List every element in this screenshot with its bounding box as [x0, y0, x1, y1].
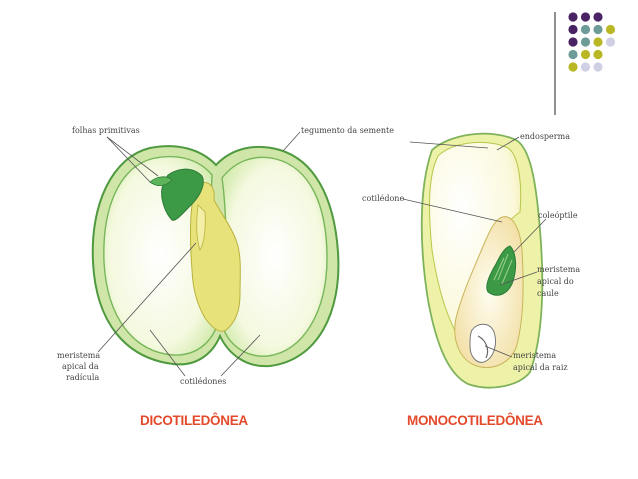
- decor-dot: [580, 12, 591, 22]
- decor-dot: [568, 12, 578, 22]
- label-endosperma: endosperma: [520, 132, 570, 141]
- label-meristema-raiz-1: meristema: [513, 351, 556, 360]
- label-meristema-radicula-2: apical da: [62, 362, 99, 371]
- label-meristema-radicula-3: radícula: [66, 373, 99, 382]
- decor-dot: [580, 62, 591, 72]
- decor-dot: [593, 37, 603, 47]
- label-meristema-raiz-2: apical da raiz: [513, 363, 568, 372]
- label-cotiledone: cotilédone: [362, 194, 404, 203]
- decor-dot: [605, 37, 616, 47]
- dicot-primitive-leaves: [161, 168, 204, 221]
- decor-dot: [593, 12, 603, 22]
- decor-dot: [605, 24, 616, 35]
- monocot-root-hook: [477, 335, 489, 359]
- decor-dot: [593, 62, 603, 72]
- label-folhas-primitivas: folhas primitivas: [72, 126, 140, 135]
- monocot-shoot-meristem: [493, 253, 513, 285]
- decor-dot: [568, 24, 578, 35]
- decor-dot: [580, 24, 591, 35]
- label-cotiledones: cotilédones: [180, 377, 226, 386]
- title-monocotiledonea: MONOCOTILEDÔNEA: [407, 413, 543, 428]
- dicot-primitive-leaf-tip: [149, 176, 173, 186]
- monocot-seed-drawing: [402, 132, 547, 389]
- dicot-radicle: [196, 204, 206, 251]
- decor-dot: [593, 49, 603, 60]
- decorative-dot-grid: [568, 12, 616, 72]
- label-meristema-caule-3: caule: [537, 289, 559, 298]
- decor-dot: [568, 62, 578, 72]
- label-meristema-radicula-1: meristema: [57, 351, 100, 360]
- monocot-root-meristem: [469, 323, 497, 363]
- decor-dot: [580, 37, 591, 47]
- decor-dot: [593, 24, 603, 35]
- label-tegumento: tegumento da semente: [301, 126, 394, 135]
- decor-dot: [580, 49, 591, 60]
- dicot-seed-drawing: [91, 131, 340, 377]
- label-meristema-caule-1: meristema: [537, 265, 580, 274]
- decor-dot: [568, 37, 578, 47]
- label-coleoptile: coleóptile: [538, 211, 578, 220]
- label-meristema-caule-2: apical do: [537, 277, 574, 286]
- title-dicotiledonea: DICOTILEDÔNEA: [140, 413, 248, 428]
- decor-dot: [568, 49, 578, 60]
